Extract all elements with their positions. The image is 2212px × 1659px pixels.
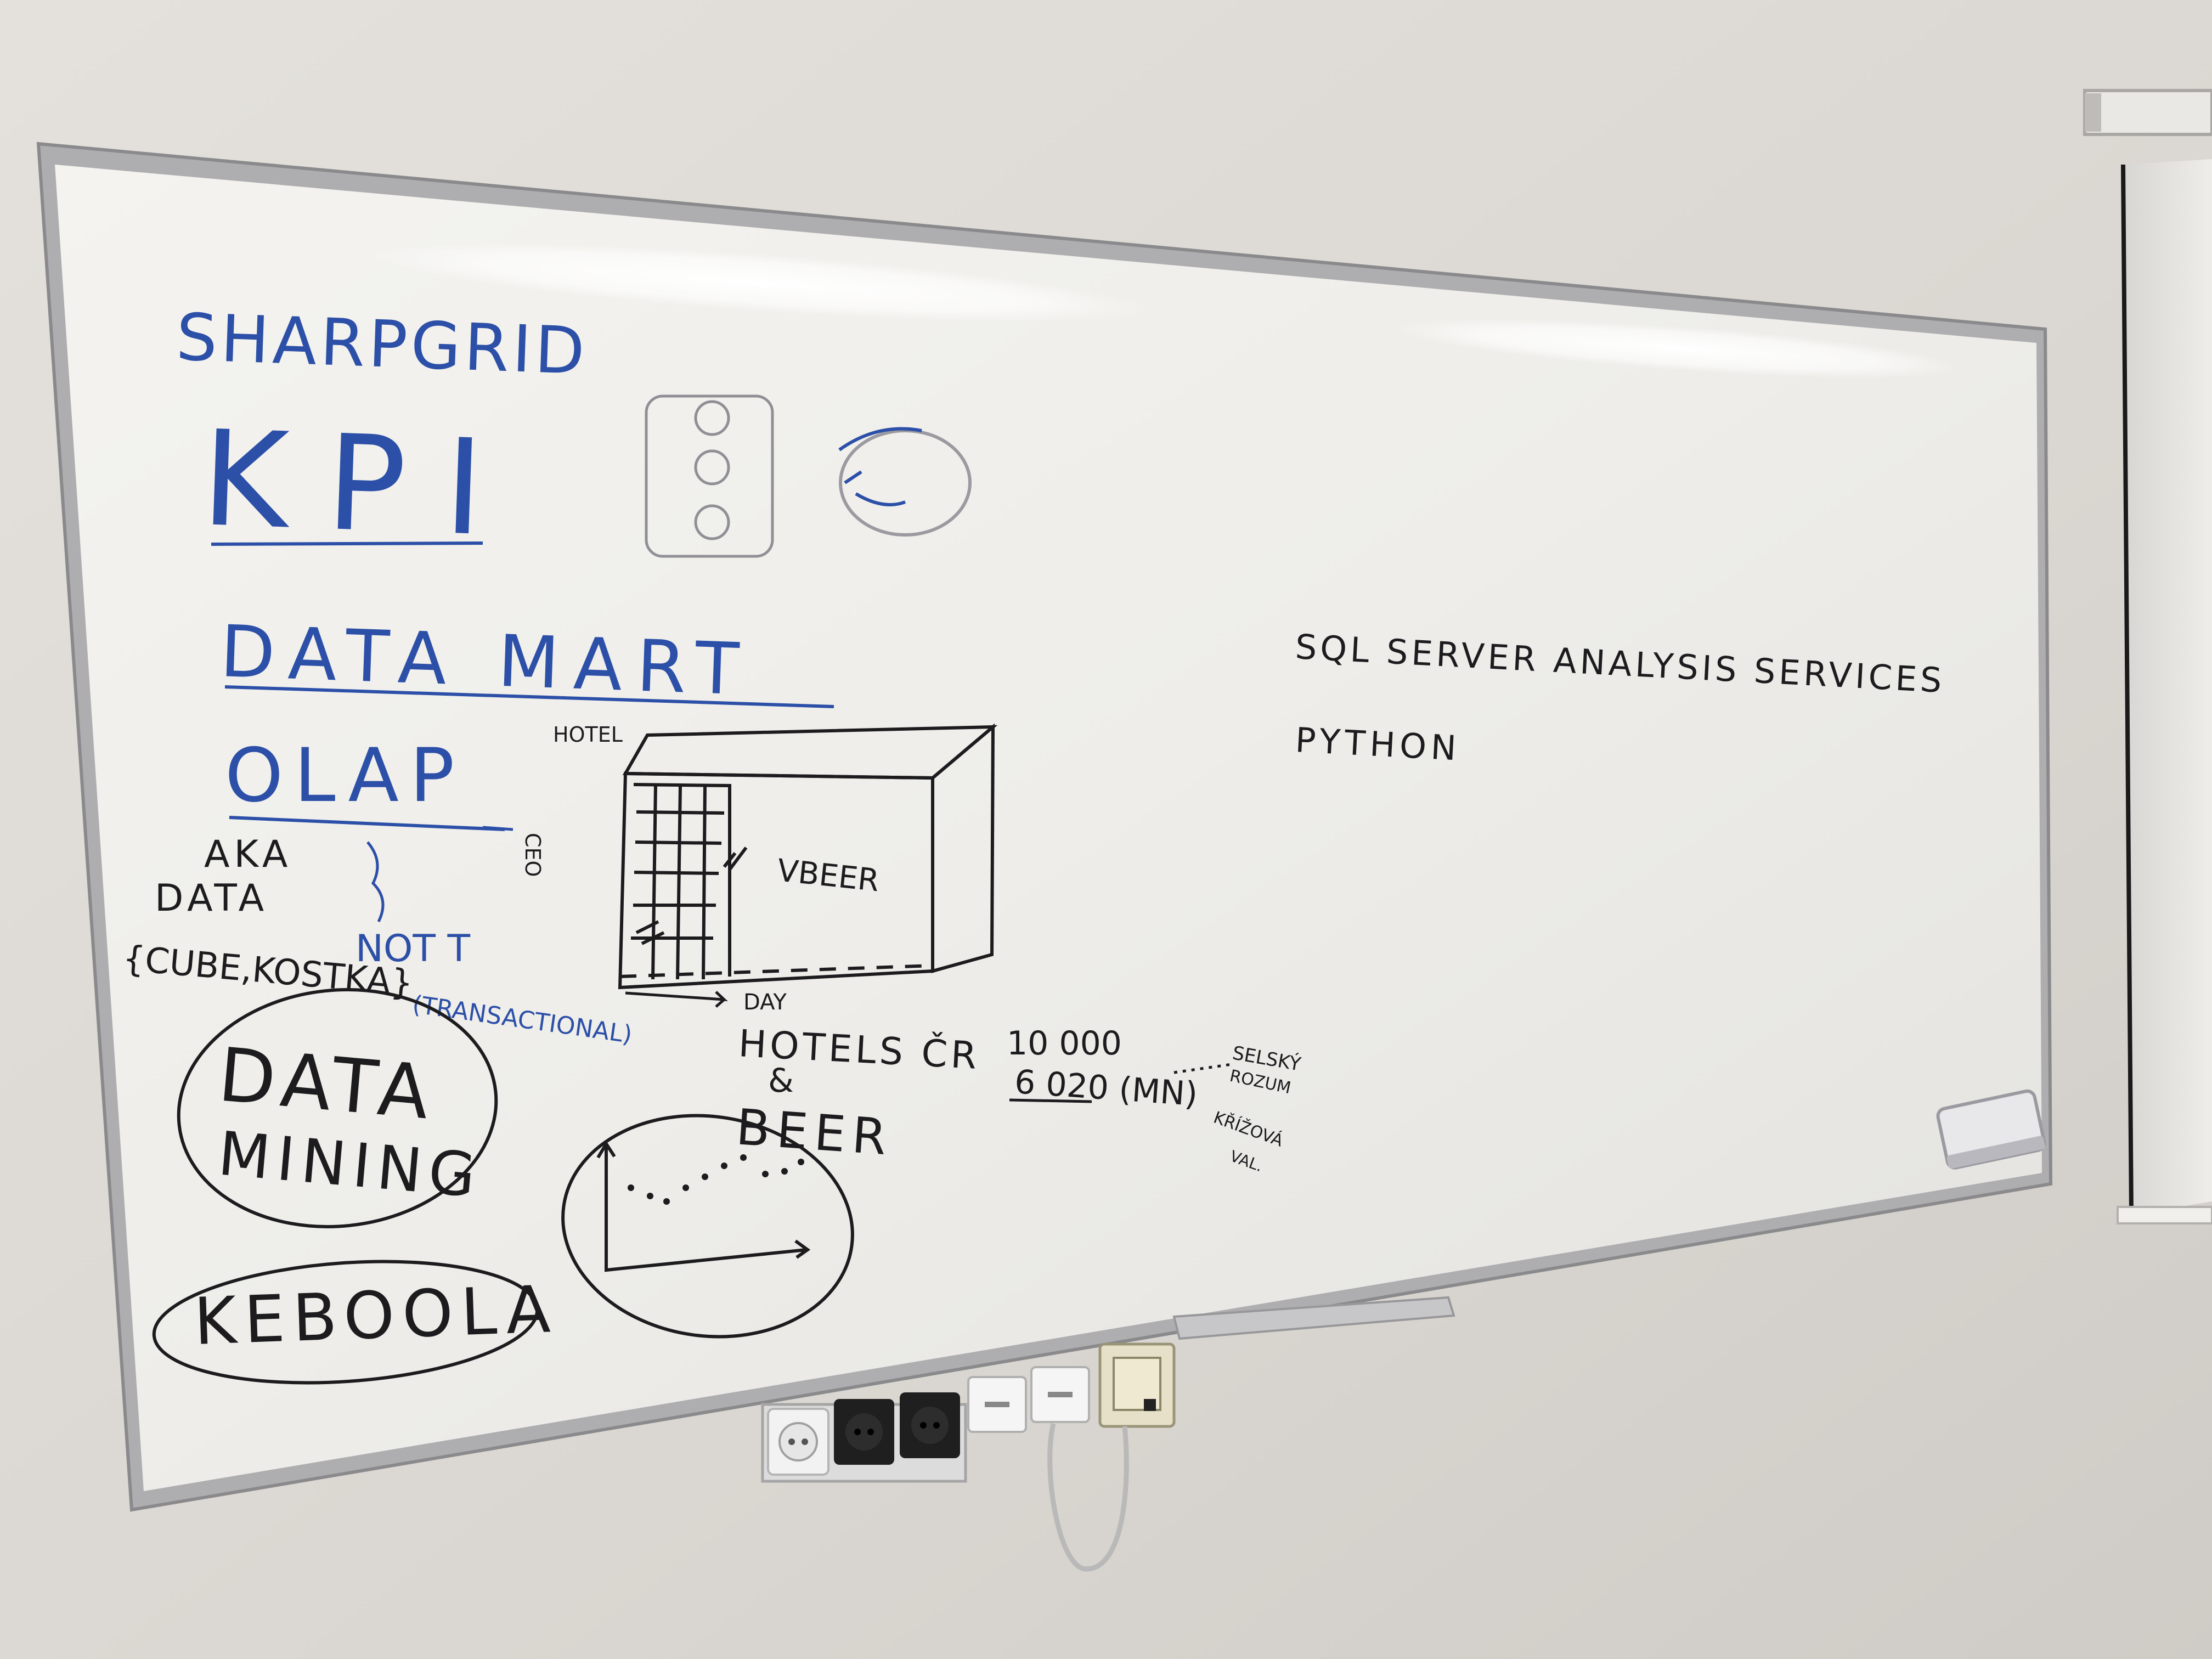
data-mining-line1: DATA: [215, 1031, 439, 1136]
outlet-strip: [761, 1342, 1176, 1572]
beer-label: BEER: [734, 1098, 895, 1167]
keboola-label: KEBOOLA: [193, 1271, 559, 1359]
network-cable: [1047, 1423, 1129, 1572]
light-glare: [1394, 319, 1963, 378]
gauge-icon: [838, 427, 972, 537]
not-t-label: NOT T: [356, 927, 471, 970]
and-sign: &: [768, 1062, 794, 1100]
traffic-light-icon: [645, 394, 774, 558]
line-chart-icon: [561, 1114, 854, 1339]
data-label: DATA: [155, 877, 268, 920]
olap-cube-sketch: [618, 723, 998, 990]
data-mining-circle: [177, 988, 498, 1228]
network-socket-icon: [1030, 1366, 1090, 1423]
cube-day-label: DAY: [743, 990, 787, 1015]
light-glare: [363, 242, 1152, 323]
olap-label: OLAP: [225, 732, 465, 819]
arrow-to-cube: [482, 826, 514, 831]
network-socket-icon: [967, 1376, 1027, 1433]
six-thousand-underline: [1009, 1098, 1092, 1103]
dotted-line: [1173, 1063, 1232, 1074]
power-socket-icon: [767, 1408, 830, 1476]
power-socket-icon: [900, 1392, 960, 1458]
ten-thousand-label: 10 000: [1007, 1024, 1122, 1063]
projector-screen: [2083, 89, 2212, 1224]
cube-hotel-label: HOTEL: [553, 723, 623, 747]
sharpgrid-label: SHARPGRID: [175, 299, 589, 389]
brace: [366, 841, 385, 923]
marker-tray: [1172, 1296, 1455, 1340]
power-socket-icon: [834, 1399, 894, 1465]
olap-underline: [229, 816, 505, 831]
cube-ceo-label: CEO: [521, 833, 545, 877]
kpi-underline: [211, 541, 483, 546]
cube-day-arrow: [625, 991, 728, 1008]
keboola-oval: [152, 1260, 539, 1385]
python-label: PYTHON: [1294, 720, 1462, 769]
network-socket-icon: [1098, 1342, 1176, 1428]
data-mart-underline: [224, 685, 834, 708]
aka-label: AKA: [204, 833, 292, 876]
kpi-label: KPI: [199, 402, 524, 566]
eraser-icon: [1936, 1089, 2046, 1170]
whiteboard-surface: [55, 165, 2042, 1491]
